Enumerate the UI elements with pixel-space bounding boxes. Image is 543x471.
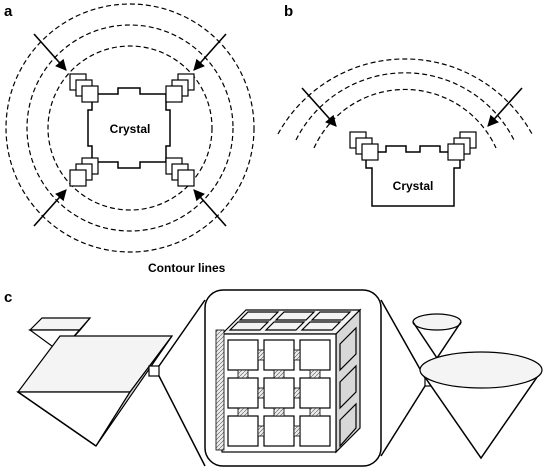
- large-cone: [419, 351, 543, 460]
- arrows-b: [301, 87, 523, 127]
- panel-b: b Crystal: [277, 3, 533, 207]
- zoom-line: [158, 299, 206, 367]
- large-inverted-pyramid: [16, 335, 174, 447]
- panel-b-label: b: [284, 3, 293, 20]
- zoom-line: [380, 385, 426, 457]
- contour-lines-a: [5, 3, 255, 253]
- panel-c-label: c: [4, 289, 12, 306]
- panel-a: a Crystal: [4, 3, 255, 275]
- lattice-cube: [215, 308, 362, 454]
- small-cone: [412, 313, 462, 360]
- side-blocks: [339, 326, 357, 448]
- contour-lines-caption: Contour lines: [148, 261, 226, 275]
- zoom-line: [380, 299, 426, 379]
- crystal-outline-b: [365, 145, 461, 207]
- crystal-label-a: Crystal: [110, 122, 151, 136]
- connector-bridges: [215, 329, 321, 451]
- panel-a-label: a: [4, 3, 13, 20]
- inset-frame: [204, 289, 382, 467]
- top-blocks: [228, 311, 352, 331]
- corner-cubes-a: [69, 73, 195, 187]
- corner-cubes-b: [349, 131, 477, 161]
- crystal-label-b: Crystal: [393, 179, 434, 193]
- zoom-line: [158, 375, 206, 467]
- front-blocks: [227, 339, 331, 447]
- panel-c: c: [4, 289, 543, 467]
- zoom-marker-left: [148, 365, 160, 377]
- arrows-a: [33, 33, 227, 227]
